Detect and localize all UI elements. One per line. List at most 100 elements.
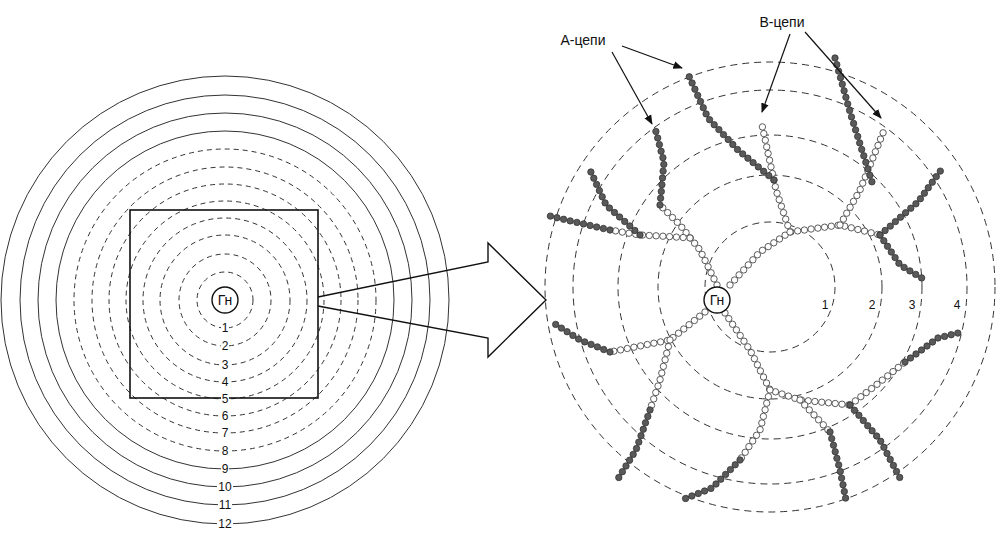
- chain-bead: [913, 201, 919, 207]
- chain-bead: [657, 376, 663, 382]
- chain-bead: [766, 172, 772, 178]
- chain-bead: [788, 229, 794, 235]
- chain-bead: [763, 380, 769, 386]
- chain-bead: [736, 272, 742, 278]
- chain-bead: [745, 344, 751, 350]
- chain-bead: [660, 233, 666, 239]
- chain-bead: [881, 444, 887, 450]
- chain-bead: [861, 153, 867, 159]
- generator-circle: Гн: [703, 286, 731, 314]
- chain-bead: [877, 136, 883, 142]
- chain-bead: [616, 214, 622, 220]
- chain-bead: [870, 155, 876, 161]
- chain-bead: [903, 210, 909, 216]
- chain-bead: [825, 400, 831, 406]
- chain-bead: [657, 339, 663, 345]
- ring: [658, 175, 882, 399]
- chain-bead: [659, 370, 665, 376]
- chain-bead: [658, 148, 664, 154]
- chain-bead: [901, 264, 907, 270]
- chain-bead: [913, 351, 919, 357]
- chain-bead: [731, 277, 737, 283]
- chain-bead: [754, 252, 760, 258]
- chain-bead: [733, 327, 739, 333]
- chain-bead: [642, 420, 648, 426]
- ring-number: 1: [221, 322, 230, 334]
- chain-bead: [828, 223, 834, 229]
- chain-bead: [861, 228, 867, 234]
- chain-bead: [783, 216, 789, 222]
- ring-number: 2: [221, 340, 230, 352]
- chain-bead: [778, 203, 784, 209]
- chain-bead: [863, 389, 869, 395]
- chain-bead: [632, 227, 638, 233]
- chain-bead: [687, 235, 693, 241]
- chain-bead: [874, 381, 880, 387]
- chain-bead: [701, 488, 707, 494]
- ring: [160, 235, 290, 365]
- chain-bead: [718, 476, 724, 482]
- chain-bead: [619, 229, 625, 235]
- chain-bead: [660, 155, 666, 161]
- chain-bead: [636, 439, 642, 445]
- chain-bead: [681, 326, 687, 332]
- chain-bead: [772, 184, 778, 190]
- chain-bead: [776, 197, 782, 203]
- chain-bead: [637, 343, 643, 349]
- chain-bead: [673, 234, 679, 240]
- chain-bead: [848, 114, 854, 120]
- chain-bead: [695, 490, 701, 496]
- node-text: Гн: [218, 293, 233, 307]
- chain-bead: [771, 177, 777, 183]
- chain-bead: [767, 387, 773, 393]
- chain-bead: [762, 137, 768, 143]
- chain-bead: [651, 396, 657, 402]
- chain-bead: [806, 407, 812, 413]
- leader-line: [762, 34, 790, 112]
- chain-bead: [868, 230, 874, 236]
- chain-bead: [879, 377, 885, 383]
- chain-bead: [580, 221, 586, 227]
- chain-bead: [929, 339, 935, 345]
- chain-bead: [829, 435, 835, 441]
- chain-bead: [686, 322, 692, 328]
- chain-bead: [660, 168, 666, 174]
- chain-bead: [547, 213, 553, 219]
- chain-bead: [600, 225, 606, 231]
- chain-bead: [601, 346, 607, 352]
- chain-bead: [675, 330, 681, 336]
- chain-bead: [607, 349, 613, 355]
- chain-bead: [812, 398, 818, 404]
- chain-bead: [776, 236, 782, 242]
- chain-bead: [765, 243, 771, 249]
- chain-bead: [948, 332, 954, 338]
- chain-bead: [716, 126, 722, 132]
- chain-bead: [897, 474, 903, 480]
- chain-bead: [657, 202, 663, 208]
- ring: [618, 135, 922, 439]
- chain-bead: [596, 187, 602, 193]
- chain-bead: [637, 232, 643, 238]
- chain-bead: [645, 413, 651, 419]
- chain-bead: [850, 198, 856, 204]
- chain-bead: [850, 120, 856, 126]
- chain-bead: [795, 228, 801, 234]
- ring-number: 8: [221, 445, 230, 457]
- chain-bead: [764, 400, 770, 406]
- chain-bead: [631, 344, 637, 350]
- chain-bead: [843, 94, 849, 100]
- chain-bead: [867, 172, 873, 178]
- chain-bead: [851, 407, 857, 413]
- chain-bead: [808, 226, 814, 232]
- chain-bead: [892, 254, 898, 260]
- chain-bead: [780, 209, 786, 215]
- generator-circle: Гн: [211, 286, 239, 314]
- chain-bead: [774, 190, 780, 196]
- chain-bead: [667, 337, 673, 343]
- ring: [179, 254, 271, 346]
- chain-bead: [653, 389, 659, 395]
- chain-bead: [691, 317, 697, 323]
- chain-bead: [626, 457, 632, 463]
- chain-bead: [564, 329, 570, 335]
